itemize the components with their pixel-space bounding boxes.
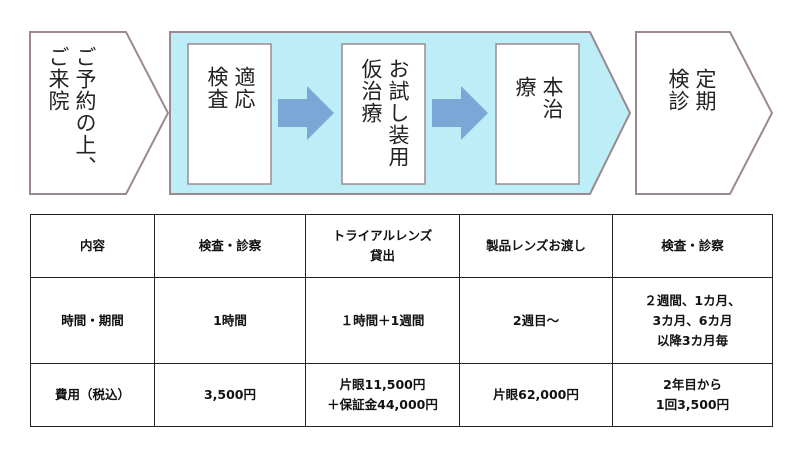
step-checkup-label: 定期 検診 (666, 68, 717, 112)
table-row: 時間・期間 1時間 １時間＋1週間 2週目～ ２週間、1カ月、 3カ月、6カ月 … (30, 277, 773, 364)
step-treatment-label: 本治 療 (513, 76, 564, 120)
info-table: 内容 検査・診察 トライアルレンズ 貸出 製品レンズお渡し 検査・診察 時間・期… (30, 214, 773, 427)
table-cell: 1時間 (154, 277, 306, 364)
table-cell: 検査・診察 (154, 214, 306, 278)
table-cell: ２週間、1カ月、 3カ月、6カ月 以降3カ月毎 (612, 277, 773, 364)
row-header-content: 内容 (30, 214, 155, 278)
step-reservation-label: ご予約の上、 ご来院 (46, 46, 97, 178)
table-row: 費用（税込） 3,500円 片眼11,500円 ＋保証金44,000円 片眼62… (30, 363, 773, 427)
table-cell: トライアルレンズ 貸出 (305, 214, 460, 278)
row-header-cost: 費用（税込） (30, 363, 155, 427)
step-trial-wear-label: お試し装用 仮治療 (359, 58, 410, 168)
step-checkup-shape (635, 31, 774, 195)
step-fitting-test-box (187, 43, 272, 185)
flow-diagram (29, 31, 774, 195)
table-row: 内容 検査・診察 トライアルレンズ 貸出 製品レンズお渡し 検査・診察 (30, 214, 773, 278)
table-cell: 片眼62,000円 (459, 363, 613, 427)
table-cell: 2年目から 1回3,500円 (612, 363, 773, 427)
step-treatment-box (495, 43, 580, 185)
step-fitting-test-label: 適応 検査 (205, 66, 256, 110)
step-reservation-shape (29, 31, 170, 195)
table-cell: 片眼11,500円 ＋保証金44,000円 (305, 363, 460, 427)
table-cell: 3,500円 (154, 363, 306, 427)
table-cell: 2週目～ (459, 277, 613, 364)
table-cell: 検査・診察 (612, 214, 773, 278)
table-cell: 製品レンズお渡し (459, 214, 613, 278)
step-trial-wear-box (341, 43, 426, 185)
arrow-right-icon (278, 86, 334, 140)
table-cell: １時間＋1週間 (305, 277, 460, 364)
row-header-duration: 時間・期間 (30, 277, 155, 364)
arrow-right-icon (432, 86, 488, 140)
